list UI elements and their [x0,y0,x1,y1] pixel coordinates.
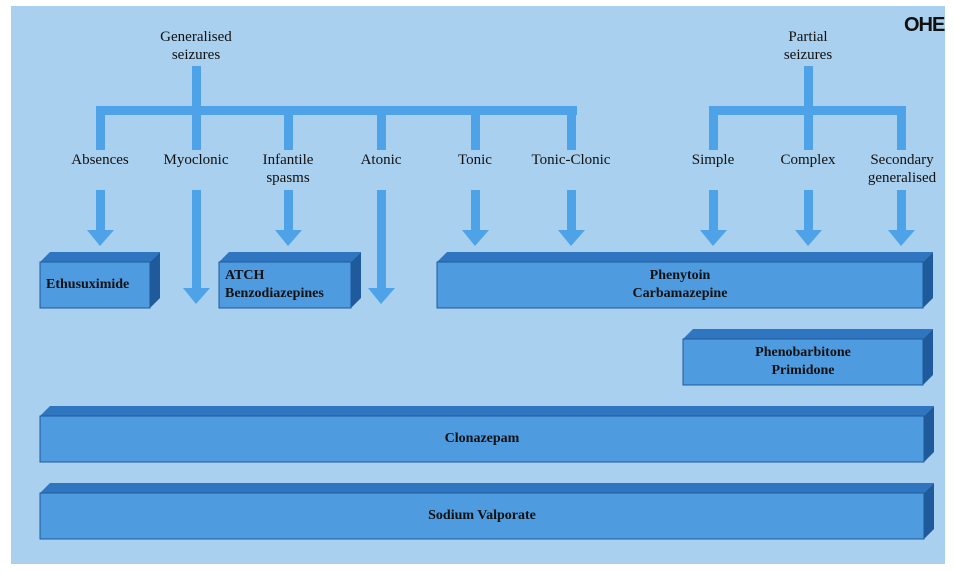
label-complex: Complex [780,152,836,168]
label-absences: Absences [71,152,129,168]
drop-simple [709,106,718,150]
drop-infantile [284,106,293,150]
arrow-tonic-clonic-shaft [567,190,576,232]
arrow-myoclonic-shaft [192,190,201,290]
arrow-absences-shaft [96,190,105,232]
drop-secondary [897,106,906,150]
drop-atonic [377,106,386,150]
arrow-myoclonic-head [183,288,210,304]
drug-primidone: Primidone [771,363,835,378]
arrow-tonic-head [462,230,489,246]
arrow-atonic-head [368,288,395,304]
drug-ethusuximide: Ethusuximide [46,277,130,292]
box-clonazepam: Clonazepam [39,404,937,466]
drug-benzodiazepines: Benzodiazepines [225,286,324,301]
label-atonic: Atonic [360,152,402,168]
arrow-simple-head [700,230,727,246]
arrow-infantile-head [275,230,302,246]
arrow-tonic-shaft [471,190,480,232]
arrow-absences-head [87,230,114,246]
arrow-complex-head [795,230,822,246]
drug-carbamazepine: Carbamazepine [632,286,728,301]
generalised-trunk [192,66,201,115]
drop-complex [804,106,813,150]
label-simple: Simple [691,152,735,168]
box-sodium-valporate: Sodium Valporate [39,481,937,543]
drug-clonazepam: Clonazepam [444,431,520,446]
partial-trunk [804,66,813,115]
generalised-bar [96,106,577,115]
label-myoclonic: Myoclonic [163,152,229,168]
drug-phenytoin: Phenytoin [649,268,711,283]
drop-myoclonic [192,106,201,150]
box-phenytoin-carbamazepine: Phenytoin Carbamazepine [436,250,937,312]
drug-phenobarbitone: Phenobarbitone [755,345,851,360]
box-phenobarbitone-primidone: Phenobarbitone Primidone [682,327,937,389]
drop-tonic [471,106,480,150]
arrow-secondary-head [888,230,915,246]
ohe-logo: OHE [904,14,945,36]
arrow-simple-shaft [709,190,718,232]
arrow-infantile-shaft [284,190,293,232]
label-tonic-clonic: Tonic-Clonic [531,152,611,168]
arrow-secondary-shaft [897,190,906,232]
box-ethusuximide: Ethusuximide [39,250,165,312]
drug-atch: ATCH [225,268,265,283]
label-tonic: Tonic [458,152,492,168]
arrow-complex-shaft [804,190,813,232]
drop-tonic-clonic [567,106,576,150]
drug-sodium-valporate: Sodium Valporate [428,508,536,523]
arrow-atonic-shaft [377,190,386,290]
drop-absences [96,106,105,150]
arrow-tonic-clonic-head [558,230,585,246]
box-atch-benzodiazepines: ATCH Benzodiazepines [218,250,364,312]
